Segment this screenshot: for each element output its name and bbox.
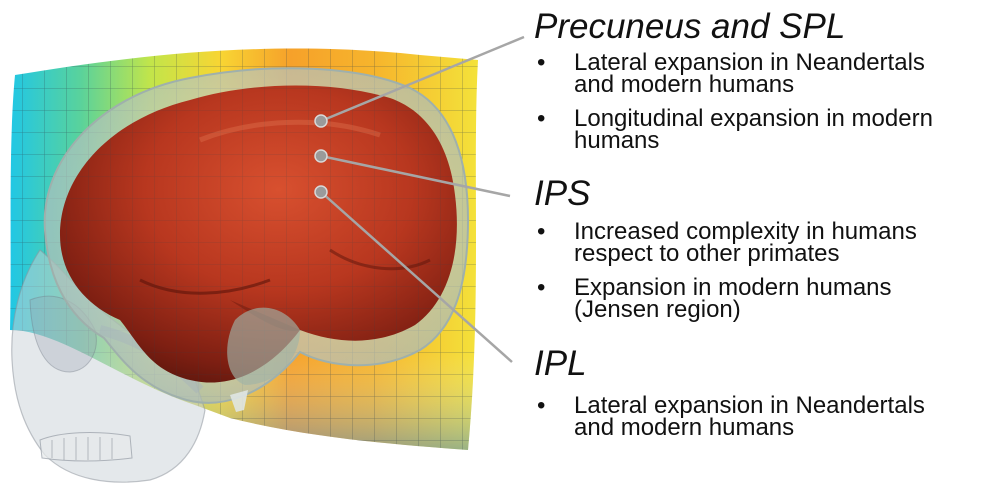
list-item: Longitudinal expansion in modern humans [534, 108, 974, 152]
heading-ips: IPS [534, 176, 590, 212]
marker-ips [315, 150, 327, 162]
heading-ipl: IPL [534, 346, 587, 382]
list-item: Lateral expansion in Neandertals and mod… [534, 52, 974, 96]
bullets-ipl: Lateral expansion in Neandertals and mod… [534, 395, 974, 451]
bullets-ips: Increased complexity in humans respect t… [534, 221, 974, 333]
marker-ipl [315, 186, 327, 198]
list-item: Increased complexity in humans respect t… [534, 221, 974, 265]
list-item: Lateral expansion in Neandertals and mod… [534, 395, 974, 439]
marker-precuneus-spl [315, 115, 327, 127]
bullet-line: (Jensen region) [574, 299, 974, 321]
bullet-line: and modern humans [574, 74, 974, 96]
heading-precuneus-spl: Precuneus and SPL [534, 9, 845, 45]
bullets-precuneus-spl: Lateral expansion in Neandertals and mod… [534, 52, 974, 164]
bullet-line: humans [574, 130, 974, 152]
list-item: Expansion in modern humans (Jensen regio… [534, 277, 974, 321]
bullet-line: and modern humans [574, 417, 974, 439]
bullet-line: respect to other primates [574, 243, 974, 265]
